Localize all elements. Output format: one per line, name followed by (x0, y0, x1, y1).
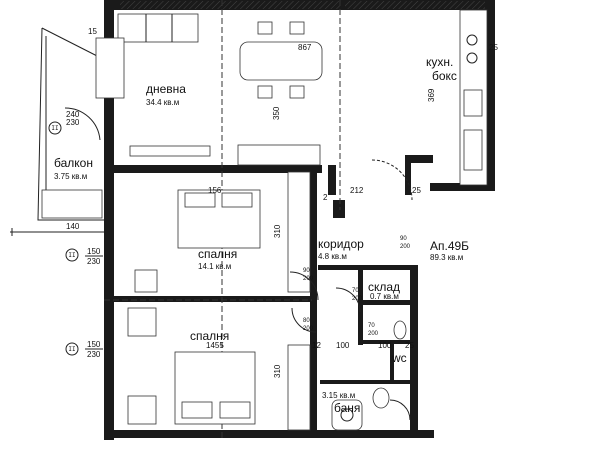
living-furniture (95, 13, 323, 166)
door-tags: 90 200 70 200 80 200 70 200 90 200 (303, 236, 411, 337)
svg-text:70: 70 (352, 288, 359, 294)
room-bedroom1-area: 14.1 кв.м (198, 262, 231, 271)
bedroom2-furniture (127, 307, 311, 431)
bath-fixtures (331, 320, 407, 431)
svg-text:200: 200 (400, 244, 411, 250)
svg-text:230: 230 (66, 118, 80, 127)
svg-text:200: 200 (303, 276, 314, 282)
room-storage-name: склад (368, 280, 400, 294)
room-corridor-area: 4.8 кв.м (318, 252, 347, 261)
room-bathroom-area: 3.15 кв.м (322, 391, 355, 400)
svg-text:150: 150 (87, 247, 101, 256)
svg-text:350: 350 (272, 106, 281, 120)
room-kitchen-name-2: бокс (432, 69, 457, 83)
svg-text:240: 240 (66, 110, 80, 119)
svg-text:867: 867 (298, 43, 312, 52)
room-bathroom-name: баня (334, 401, 360, 415)
svg-text:80: 80 (303, 318, 310, 324)
svg-text:156: 156 (208, 186, 222, 195)
door-size-tag-icon: 90 200 (303, 268, 314, 282)
door-size-tag-icon: 90 200 (400, 236, 411, 250)
svg-text:70: 70 (368, 323, 375, 329)
window-marker-1: II 150 230 (65, 247, 103, 266)
svg-text:1455: 1455 (206, 341, 224, 350)
svg-text:150: 150 (87, 340, 101, 349)
door-size-tag-icon: 80 200 (303, 318, 314, 332)
room-living-area: 34.4 кв.м (146, 98, 179, 107)
svg-text:100: 100 (378, 341, 392, 350)
room-balcony-area: 3.75 кв.м (54, 172, 87, 181)
kitchen-furniture (459, 9, 488, 186)
door-swings (289, 159, 413, 421)
window-marker-2: II 150 230 (65, 340, 103, 359)
bedroom1-furniture (134, 171, 311, 293)
room-living-name: дневна (146, 82, 186, 96)
svg-text:310: 310 (273, 224, 282, 238)
svg-text:230: 230 (87, 350, 101, 359)
window-marker-icon: II (68, 346, 75, 353)
svg-text:25: 25 (405, 341, 414, 350)
svg-text:25: 25 (489, 43, 498, 52)
svg-text:200: 200 (352, 296, 363, 302)
door-size-tag-icon: 70 200 (368, 323, 379, 337)
svg-text:310: 310 (273, 364, 282, 378)
svg-text:212: 212 (350, 186, 364, 195)
svg-text:100: 100 (336, 341, 350, 350)
balcony-outline (10, 27, 106, 236)
room-balcony-name: балкон (54, 156, 93, 170)
svg-text:12: 12 (312, 341, 321, 350)
svg-text:369: 369 (427, 88, 436, 102)
svg-text:200: 200 (368, 331, 379, 337)
window-marker-3: II 240 230 (48, 107, 101, 141)
room-storage-area: 0.7 кв.м (370, 292, 399, 301)
svg-text:15: 15 (88, 27, 97, 36)
room-bedroom2-name: спалня (190, 329, 229, 343)
svg-text:230: 230 (87, 257, 101, 266)
window-marker-icon: II (51, 125, 58, 132)
svg-text:2: 2 (323, 193, 328, 202)
svg-text:140: 140 (66, 222, 80, 231)
svg-text:200: 200 (303, 326, 314, 332)
door-size-tag-icon: 70 200 (352, 288, 363, 302)
room-labels: дневна 34.4 кв.м кухн. бокс балкон 3.75 … (54, 55, 469, 415)
room-bedroom1-name: спалня (198, 247, 237, 261)
window-marker-icon: II (68, 252, 75, 259)
room-kitchen-name-1: кухн. (426, 55, 453, 69)
room-wc-name: wc (391, 351, 407, 365)
apartment-area: 89.3 кв.м (430, 253, 463, 262)
svg-text:25: 25 (412, 186, 421, 195)
svg-text:90: 90 (303, 268, 310, 274)
room-corridor-name: коридор (318, 237, 364, 251)
apartment-name: Ап.49Б (430, 239, 469, 253)
dimension-labels: 867 350 369 156 212 310 310 1455 140 25 … (66, 27, 498, 378)
svg-text:90: 90 (400, 236, 407, 242)
